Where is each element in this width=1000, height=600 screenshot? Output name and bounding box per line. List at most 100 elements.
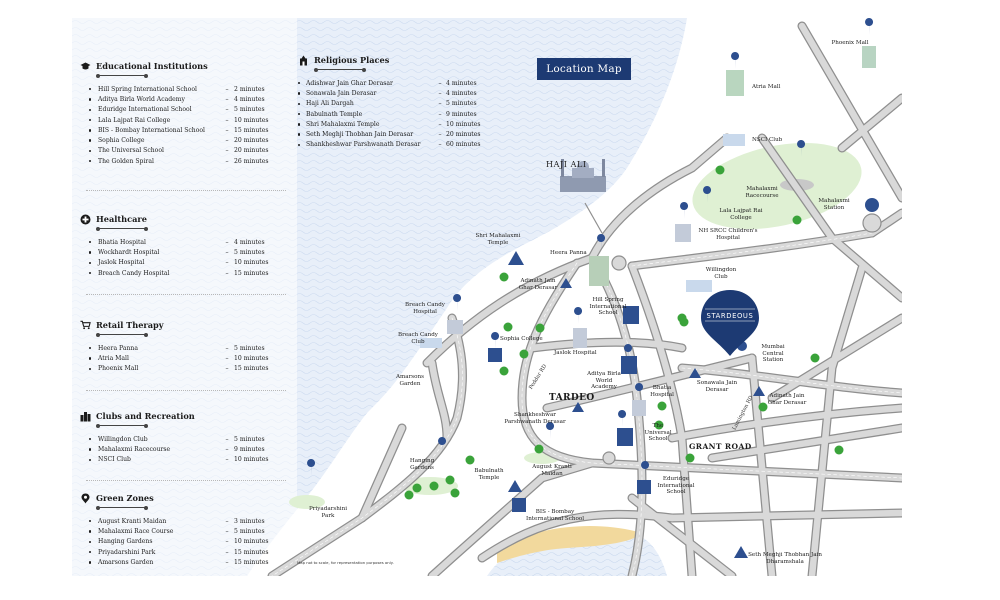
area-label-grant-road: GRANT ROAD (689, 442, 752, 451)
list-item: August Kranti Maidan–3 minutes (80, 516, 280, 526)
label-bis: BIS - Bombay International School (526, 509, 584, 522)
adinath-jain-temple-icon (753, 386, 765, 396)
section-title: Green Zones (96, 493, 154, 503)
list-item: The Golden Spiral–26 minutes (80, 156, 280, 166)
list-item: Hanging Gardens–10 minutes (80, 537, 280, 547)
healthcare-list: Bhatia Hospital–4 minutes Wockhardt Hosp… (80, 237, 280, 278)
green-list: August Kranti Maidan–3 minutes Mahalaxmi… (80, 516, 280, 567)
sonawala-temple-icon (689, 368, 701, 378)
road-network (267, 21, 902, 576)
section-heading: Retail Therapy (80, 319, 280, 331)
pin-icon (797, 140, 806, 157)
section-clubs: Clubs and Recreation Willingdon Club–5 m… (80, 410, 280, 465)
section-title: Educational Institutions (96, 61, 208, 71)
clubs-list: Willingdon Club–5 minutes Mahalaxmi Race… (80, 434, 280, 465)
label-hanging-gardens: Hanging Gardens (409, 458, 435, 471)
list-item: NSCI Club–10 minutes (80, 455, 280, 465)
map-pins (307, 18, 874, 478)
label-babulnath: Babulnath Temple (474, 468, 504, 481)
list-item: Phoenix Mall–15 minutes (80, 364, 280, 374)
pin-icon (491, 332, 500, 349)
label-amarsons: Amarsons Garden (395, 374, 425, 387)
shopping-cart-icon (80, 320, 91, 331)
section-heading: Educational Institutions (80, 60, 280, 72)
list-item: Seth Meghji Thobhan Jain Derasar–20 minu… (294, 129, 484, 139)
area-label-tardeo: TARDEO (549, 393, 595, 403)
list-item: Mahalaxmi Race Course–5 minutes (80, 526, 280, 536)
label-adinath-1: Adinath Jain Ghar Derasar (518, 278, 558, 291)
section-education: Educational Institutions Hill Spring Int… (80, 60, 280, 166)
label-nsci-club: NSCI Club (752, 137, 783, 143)
list-item: Eduridge International School–5 minutes (80, 105, 280, 115)
label-mahalaxmi-station: Mahalaxmi Station (818, 198, 850, 211)
mahalaxmi-station-icon (865, 198, 879, 212)
location-pin-icon (80, 493, 91, 504)
willingdon-building-icon (686, 280, 712, 292)
temple-icon (298, 55, 309, 66)
retail-list: Heera Panna–5 minutes Atria Mall–10 minu… (80, 343, 280, 374)
section-heading: Clubs and Recreation (80, 410, 280, 422)
section-green: Green Zones August Kranti Maidan–3 minut… (80, 492, 280, 567)
label-phoenix-mall: Phoenix Mall (831, 40, 869, 46)
label-shankheshwar: Shankheshwar Parshwanath Derasar (504, 412, 566, 425)
list-item: BIS - Bombay International School–15 min… (80, 125, 280, 135)
section-divider (96, 73, 148, 78)
label-racecourse: Mahalaxmi Racecourse (745, 186, 779, 199)
pin-icon (597, 234, 606, 251)
list-item: Aditya Birla World Academy–4 minutes (80, 94, 280, 104)
label-eduridge: Eduridge International School (657, 476, 695, 496)
pin-icon (703, 186, 712, 203)
shankheshwar-temple-icon (572, 402, 584, 412)
section-separator (86, 190, 286, 191)
graduation-cap-icon (80, 61, 91, 72)
pin-icon (635, 383, 644, 400)
section-title: Religious Places (314, 55, 390, 65)
area-label-haji-ali: HAJI ALI (546, 160, 587, 169)
breach-candy-hospital-icon (447, 320, 463, 334)
map-title: Location Map (537, 58, 631, 80)
section-religious: Religious Places Adishwar Jain Ghar Dera… (294, 54, 484, 150)
section-heading: Religious Places (298, 54, 484, 66)
label-adinath-2: Adinath Jain Ghar Derasar (767, 393, 807, 406)
label-heera-panna: Heera Panna (550, 250, 587, 256)
section-separator (86, 294, 286, 295)
hill-spring-school-icon (623, 306, 639, 324)
label-nh-srcc: NH SRCC Children's Hospital (698, 228, 758, 241)
section-divider (96, 423, 148, 428)
project-name: STARDEOUS (706, 312, 754, 320)
label-breach-club: Breach Candy Club (398, 332, 438, 345)
label-jaslok: Jaslok Hospital (554, 350, 597, 356)
pin-icon (574, 307, 583, 324)
atria-building-icon (726, 70, 744, 96)
adinath-temple-icon (560, 278, 572, 288)
pin-icon (865, 18, 874, 35)
babulnath-temple-icon (508, 480, 522, 492)
eduridge-school-icon (637, 480, 651, 494)
label-mumbai-central: Mumbai Central Station (761, 344, 785, 364)
pin-icon (438, 437, 447, 454)
label-hill-spring: Hill Spring International School (589, 297, 627, 317)
list-item: Wockhardt Hospital–5 minutes (80, 247, 280, 257)
label-priyadarshini: Priyadarshini Park (309, 506, 347, 519)
bhatia-hospital-icon (632, 400, 646, 416)
section-heading: Healthcare (80, 213, 280, 225)
label-aditya-birla: Aditya Birla World Academy (587, 371, 621, 391)
section-separator (86, 480, 286, 481)
map-canvas (72, 18, 902, 576)
list-item: Priyadarshini Park–15 minutes (80, 547, 280, 557)
list-item: Shri Mahalaxmi Temple–10 minutes (294, 119, 484, 129)
racecourse-park (692, 142, 862, 230)
location-map-frame: STARDEOUS Location Map Educational Insti… (72, 18, 902, 576)
pin-icon (453, 294, 462, 311)
sophia-college-icon (488, 348, 502, 362)
label-seth-meghji: Seth Meghji Thobhan Jain Dharamshala (748, 552, 822, 565)
list-item: Bhatia Hospital–4 minutes (80, 237, 280, 247)
list-item: Heera Panna–5 minutes (80, 343, 280, 353)
breach-candy-club-icon (420, 338, 442, 348)
landmark-icons (420, 46, 879, 558)
bis-school-icon (512, 498, 526, 512)
label-atria-mall: Atria Mall (752, 84, 781, 90)
list-item: Sonawala Jain Derasar–4 minutes (294, 88, 484, 98)
roundabout (611, 255, 627, 271)
stardeous-location-pin-icon (701, 290, 759, 356)
